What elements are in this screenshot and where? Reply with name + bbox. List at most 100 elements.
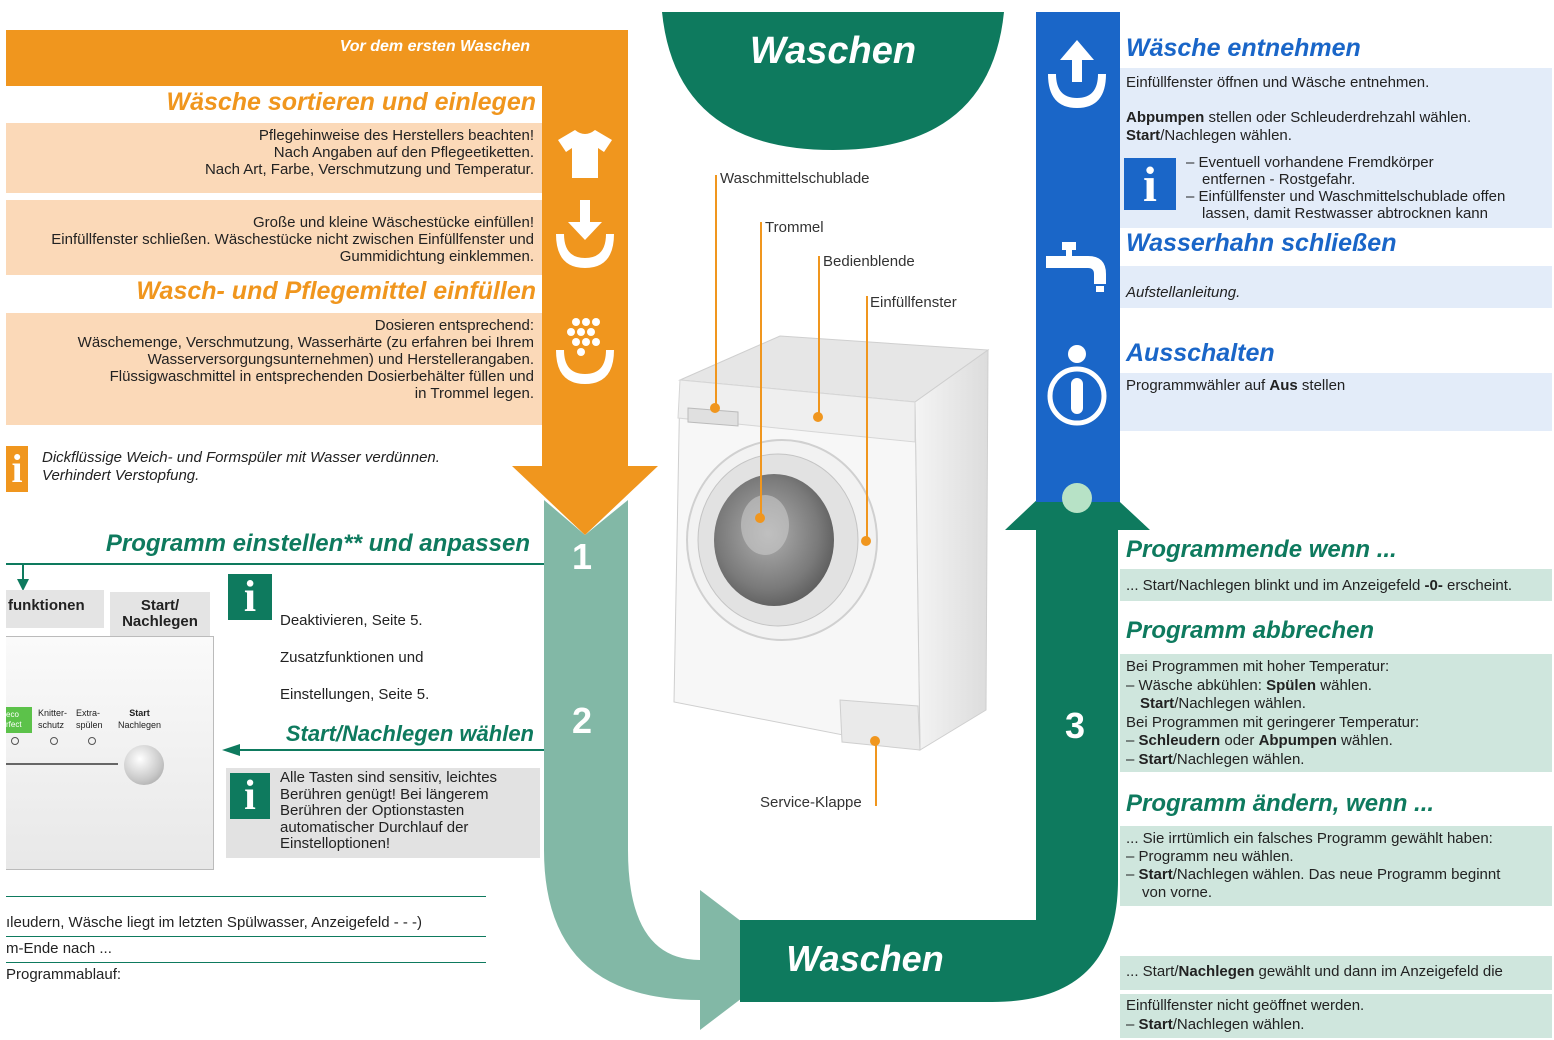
load-arrow-icon	[556, 200, 614, 268]
info-icon-blue: i	[1124, 158, 1176, 210]
start-info-line-1: Alle Tasten sind sensitiv, leichtes	[280, 769, 498, 786]
load-box: Große und kleine Wäschestücke einfüllen!…	[6, 200, 542, 275]
bottom-right-line-1: ... Start/Nachlegen gewählt und dann im …	[1126, 963, 1546, 981]
detergent-line-2: Wäschemenge, Verschmutzung, Wasserhärte …	[77, 334, 534, 351]
eco-perfect-button[interactable]: eco rfect	[6, 707, 32, 733]
bottom-right-box-2: Einfüllfenster nicht geöffnet werden. – …	[1120, 994, 1552, 1038]
start-knob[interactable]	[124, 745, 164, 785]
label-service: Service-Klappe	[760, 794, 862, 811]
abort-l5-post: wählen.	[1336, 732, 1393, 749]
abort-l5-mid: oder	[1220, 732, 1259, 749]
teal-flow-arrow	[544, 500, 792, 1030]
start-info-line-4: automatischer Durchlauf der	[280, 818, 469, 836]
tab-functions[interactable]: funktionen	[6, 590, 104, 628]
pump-rest: stellen oder Schleuderdrehzahl wählen.	[1204, 109, 1472, 126]
led-3	[88, 737, 96, 745]
callout-line-drum	[760, 222, 762, 516]
start-info-line-2: Berühren genügt! Bei längerem	[280, 785, 489, 803]
extra-label-1: Extra-	[76, 708, 101, 718]
off-line: Programmwähler auf Aus stellen	[1126, 377, 1546, 395]
load-line-2: Einfüllfenster schließen. Wäschestücke n…	[51, 231, 534, 248]
washing-machine-illustration	[673, 335, 990, 751]
change-line-3: – Start/Nachlegen wählen. Das neue Progr…	[1126, 866, 1501, 883]
step-number-1: 1	[572, 536, 593, 577]
remove-line: Einfüllfenster öffnen und Wäsche entnehm…	[1126, 74, 1430, 91]
remove-box: Einfüllfenster öffnen und Wäsche entnehm…	[1120, 68, 1552, 228]
bottom-l3-post: /Nachlegen wählen.	[1172, 1016, 1305, 1033]
start-info-line-3: Berühren der Optionstasten	[280, 802, 465, 819]
pump-line: Abpumpen stellen oder Schleuderdrehzahl …	[1126, 109, 1546, 127]
remove-info-line-1: – Eventuell vorhandene Fremdkörper	[1186, 154, 1434, 171]
info-note-line-1: Dickflüssige Weich- und Formspüler mit W…	[42, 449, 440, 466]
abort-line-3: Start/Nachlegen wählen.	[1126, 695, 1546, 714]
program-info-line-1: Deaktivieren, Seite 5.	[280, 612, 423, 629]
eco-label-1: eco	[6, 710, 19, 719]
detergent-heading: Wasch- und Pflegemittel einfüllen	[136, 277, 536, 305]
knitter-label-1: Knitter-	[38, 708, 68, 718]
label-door: Einfüllfenster	[870, 294, 957, 311]
change-line-4: von vorne.	[1142, 884, 1213, 901]
detergent-line-5: in Trommel legen.	[414, 385, 534, 402]
start-info-text: Alle Tasten sind sensitiv, leichtes Berü…	[280, 769, 498, 853]
start-bold: Start	[1126, 127, 1161, 144]
sort-heading: Wäsche sortieren und einlegen	[166, 88, 536, 116]
sort-line-2: Nach Angaben auf den Pflegeetiketten.	[273, 144, 534, 161]
detergent-box: Dosieren entsprechend: Wäschemenge, Vers…	[6, 313, 542, 425]
abort-l6-post: /Nachlegen wählen.	[1172, 750, 1305, 768]
led-1	[11, 737, 19, 745]
tab-start-line-1: Start/	[140, 597, 180, 614]
abort-line-1: Bei Programmen mit hoher Temperatur:	[1126, 658, 1390, 675]
bottom-row-1: ıleudern, Wäsche liegt im letzten Spülwa…	[6, 914, 423, 931]
detergent-line-3: Wasserversorgungsunternehmen) und Herste…	[147, 351, 534, 368]
panel-scale-line	[6, 763, 118, 765]
abort-l2-bold: Spülen	[1266, 676, 1317, 694]
top-half-circle	[662, 12, 1004, 150]
change-heading: Programm ändern, wenn ...	[1126, 790, 1435, 817]
callout-dot-panel	[813, 412, 823, 422]
sort-line-3: Nach Art, Farbe, Verschmutzung und Tempe…	[204, 161, 534, 178]
off-heading: Ausschalten	[1126, 339, 1275, 367]
eco-label-2: rfect	[6, 720, 22, 729]
change-l3-post: /Nachlegen wählen. Das neue Programm beg…	[1172, 866, 1501, 883]
start-line: Start/Nachlegen wählen.	[1126, 127, 1546, 145]
end-heading: Programmende wenn ...	[1126, 536, 1397, 563]
bottom-right-box-1: ... Start/Nachlegen gewählt und dann im …	[1120, 956, 1552, 990]
start-info-box	[226, 768, 540, 858]
tab-start[interactable]: Start/ Nachlegen	[110, 592, 210, 636]
abort-l2-post: wählen.	[1316, 676, 1372, 694]
program-info-line-2: Zusatzfunktionen und	[280, 649, 424, 666]
info-note: Dickflüssige Weich- und Formspüler mit W…	[42, 449, 440, 485]
end-post: erscheint.	[1442, 577, 1513, 594]
callout-line-panel	[818, 256, 820, 416]
abort-line-4: Bei Programmen mit geringerer Temperatur…	[1126, 713, 1420, 731]
abort-l3-bold: Start	[1140, 695, 1175, 712]
start-label-1: Start	[129, 708, 150, 718]
end-pre: ... Start/Nachlegen blinkt und im Anzeig…	[1126, 577, 1425, 594]
remove-info-text: – Eventuell vorhandene Fremdkörper entfe…	[1186, 154, 1505, 222]
tab-start-line-2: Nachlegen	[122, 613, 198, 630]
remove-info-line-3: – Einfüllfenster und Waschmittelschublad…	[1186, 188, 1506, 205]
tap-box: Aufstellanleitung.	[1120, 266, 1552, 308]
program-info-text: Deaktivieren, Seite 5. Zusatzfunktionen …	[280, 602, 429, 713]
load-line-3: Gummidichtung einklemmen.	[339, 248, 534, 265]
detergent-line-4: Flüssigwaschmittel in entsprechenden Dos…	[109, 368, 534, 385]
shirt-icon	[558, 130, 612, 178]
power-off-icon	[1047, 345, 1107, 426]
control-panel: eco rfect Knitter- schutz Extra- spülen …	[6, 636, 214, 870]
change-box: ... Sie irrtümlich ein falsches Programm…	[1120, 826, 1552, 906]
bottom-l1-post: gewählt und dann im Anzeigefeld die	[1254, 963, 1503, 980]
program-info-line-3: Einstellungen, Seite 5.	[280, 686, 430, 703]
abort-line-5: – Schleudern oder Abpumpen wählen.	[1126, 732, 1393, 749]
bottom-l1-pre: ... Start/	[1126, 963, 1179, 980]
unload-arrow-icon	[1048, 40, 1106, 108]
orange-arrow-head	[512, 466, 658, 535]
info-icon-orange: i	[6, 446, 28, 492]
start-rest: /Nachlegen wählen.	[1160, 127, 1292, 144]
green-flow-band	[740, 462, 1150, 1002]
abort-l6-bold: Start	[1138, 750, 1173, 768]
label-panel: Bedienblende	[823, 253, 915, 270]
bottom-rule-3	[6, 962, 486, 963]
label-drawer: Waschmittelschublade	[720, 170, 870, 187]
top-title: Waschen	[749, 30, 917, 72]
